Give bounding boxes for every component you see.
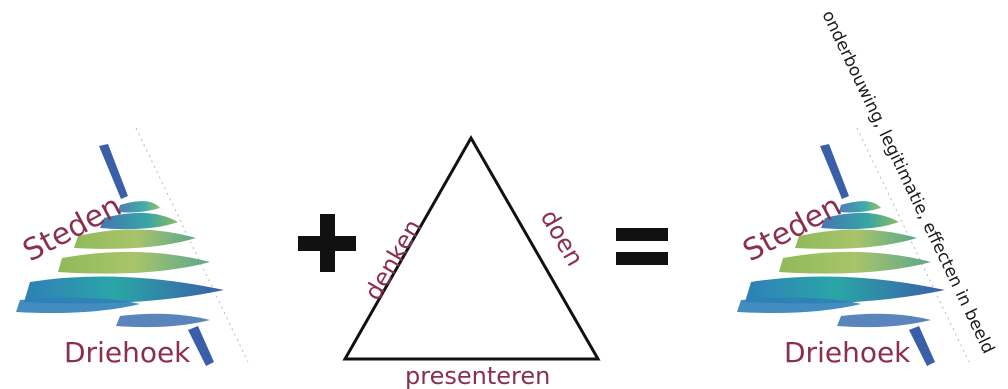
- logo-right: Steden Driehoek onderbouwing, legitimati…: [737, 8, 998, 369]
- equals-operator: =: [616, 228, 668, 265]
- triangle-shape: [342, 134, 601, 361]
- logo-left-word-bottom: Driehoek: [64, 336, 191, 369]
- logo-left: Steden Driehoek: [16, 127, 249, 369]
- tree-mark: [16, 127, 249, 366]
- triangle-side-left: denken: [359, 215, 427, 305]
- triangle-diagram: denken doen presenteren: [342, 134, 601, 389]
- plus-operator: +: [298, 214, 356, 272]
- tree-mark: [737, 127, 970, 366]
- logo-right-word-bottom: Driehoek: [784, 336, 911, 369]
- triangle-side-bottom: presenteren: [405, 362, 550, 389]
